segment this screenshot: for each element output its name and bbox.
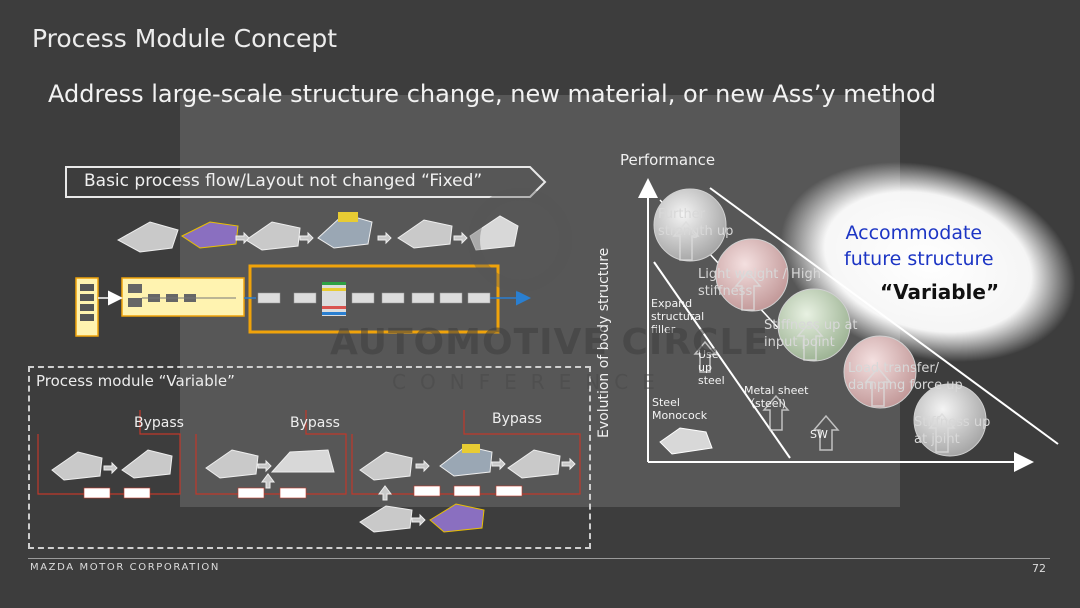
variable-car-sketches [51,444,576,533]
layout-boxes [75,264,531,337]
bubble-label-1: Further strength up [658,206,733,240]
bypass-label-1: Bypass [134,415,184,431]
watermark-line2: CONFERENCE [392,370,669,394]
bubble-1-line1: Further [658,207,706,222]
accommodate-label: Accommodate future structure [834,220,994,272]
slide-title: Process Module Concept [32,24,338,53]
use-line1: Use [698,348,719,361]
footer-company: MAZDA MOTOR CORPORATION [30,562,220,573]
stage-use-up-steel: Use up steel [698,348,725,387]
fixed-car-row [116,212,519,253]
fixed-banner-arrow [65,166,547,198]
footer-divider [28,558,1050,559]
metal-line1: Metal sheet [744,384,809,397]
stage-steel-monocock: Steel Monocock [652,396,707,422]
trend-arrows [672,220,956,453]
monocock-car-icon [659,427,713,455]
bubble-2-line2: stiffness [698,284,753,299]
bubble-2-line1: Light weight / High [698,267,821,282]
performance-axis-label: Performance [620,151,716,169]
bubble-5-line1: Stiffness up [914,415,991,430]
bubbles [653,188,987,457]
bubble-4-line2: damping force up [848,378,963,393]
bubble-label-3: Stiffness up at input point [764,317,858,351]
accommodate-line2: future structure [844,248,994,270]
expand-line2: structural [651,310,705,323]
stage-metal-sheet: Metal sheet （steel) [744,384,808,410]
watermark-line1: AUTOMOTIVE CIRCLE [330,322,769,363]
use-line3: steel [698,374,725,387]
steel-line1: Steel [652,396,680,409]
bubble-5-line2: at joint [914,432,960,447]
bubble-label-2: Light weight / High stiffness [698,266,821,300]
accommodate-line1: Accommodate [845,222,983,244]
bubble-3-line1: Stiffness up at [764,318,858,333]
bypass-label-2: Bypass [290,415,340,431]
glow-ellipse [780,162,1076,362]
bubble-3-line2: input point [764,335,835,350]
stage-sw: SW [810,428,828,441]
variable-module-label: Process module “Variable” [36,372,235,390]
bypass-brackets [37,410,581,495]
stage-expand-filler: Expand structural filler [651,297,704,336]
bubble-label-5: Stiffness up at joint [914,414,990,448]
page-number: 72 [1032,562,1046,575]
use-line2: up [698,361,712,374]
bubble-label-4: Load transfer/ damping force up [848,360,963,394]
steel-line2: Monocock [652,409,708,422]
variable-module-box [28,366,591,549]
metal-line2: （steel) [744,397,786,410]
variable-big-label: “Variable” [880,280,1000,304]
bubble-4-line1: Load transfer/ [848,361,940,376]
expand-line1: Expand [651,297,693,310]
expand-line3: filler [651,323,676,336]
slide-subtitle: Address large-scale structure change, ne… [48,80,936,108]
bypass-label-3: Bypass [492,411,542,427]
fixed-flow-label: Basic process flow/Layout not changed “F… [84,171,483,191]
watermark-ring [468,188,572,292]
variable-process-boxes [83,485,523,499]
bubble-1-line2: strength up [658,224,734,239]
